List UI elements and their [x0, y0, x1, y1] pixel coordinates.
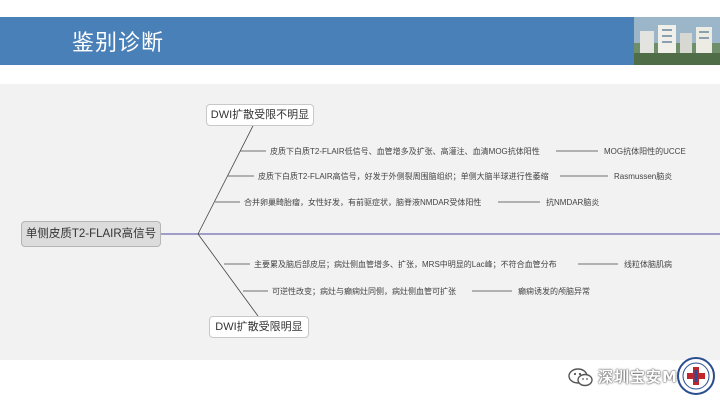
finding-text: 皮质下白质T2-FLAIR低信号、血管增多及扩张、高灌注、血清MOG抗体阳性 — [270, 146, 540, 157]
branch-node-dwi-not-restricted: DWI扩散受限不明显 — [206, 104, 314, 126]
hospital-logo — [676, 356, 716, 401]
finding-text: 合并卵巢畸胎瘤，女性好发，有前驱症状，脑脊液NMDAR受体阳性 — [244, 197, 481, 208]
finding-text: 主要累及脑后部皮层；病灶侧血管增多、扩张，MRS中明显的Lac峰；不符合血管分布 — [254, 259, 557, 270]
finding-text: 可逆性改变；病灶与癫痫灶同侧，病灶侧血管可扩张 — [272, 286, 456, 297]
page-title: 鉴别诊断 — [72, 25, 164, 57]
diagnosis-text: MOG抗体阳性的UCCE — [604, 146, 686, 157]
finding-text: 皮质下白质T2-FLAIR高信号，好发于外侧裂周围脑组织；单侧大脑半球进行性萎缩 — [258, 171, 549, 182]
header-bar: 鉴别诊断 — [0, 17, 720, 65]
mindmap-canvas: 单侧皮质T2-FLAIR高信号 DWI扩散受限不明显 DWI扩散受限明显 皮质下… — [0, 84, 720, 360]
diagnosis-text: 癫痫诱发的颅脑异常 — [518, 286, 590, 297]
root-node: 单侧皮质T2-FLAIR高信号 — [21, 221, 161, 247]
branch-node-dwi-restricted: DWI扩散受限明显 — [209, 316, 309, 338]
header-building-photo — [634, 17, 720, 65]
diagnosis-text: 抗NMDAR脑炎 — [546, 197, 599, 208]
diagnosis-text: Rasmussen脑炎 — [614, 171, 672, 182]
diagnosis-text: 线粒体脑肌病 — [624, 259, 672, 270]
watermark: 深圳宝安MR — [568, 362, 718, 396]
wechat-icon — [568, 368, 594, 393]
